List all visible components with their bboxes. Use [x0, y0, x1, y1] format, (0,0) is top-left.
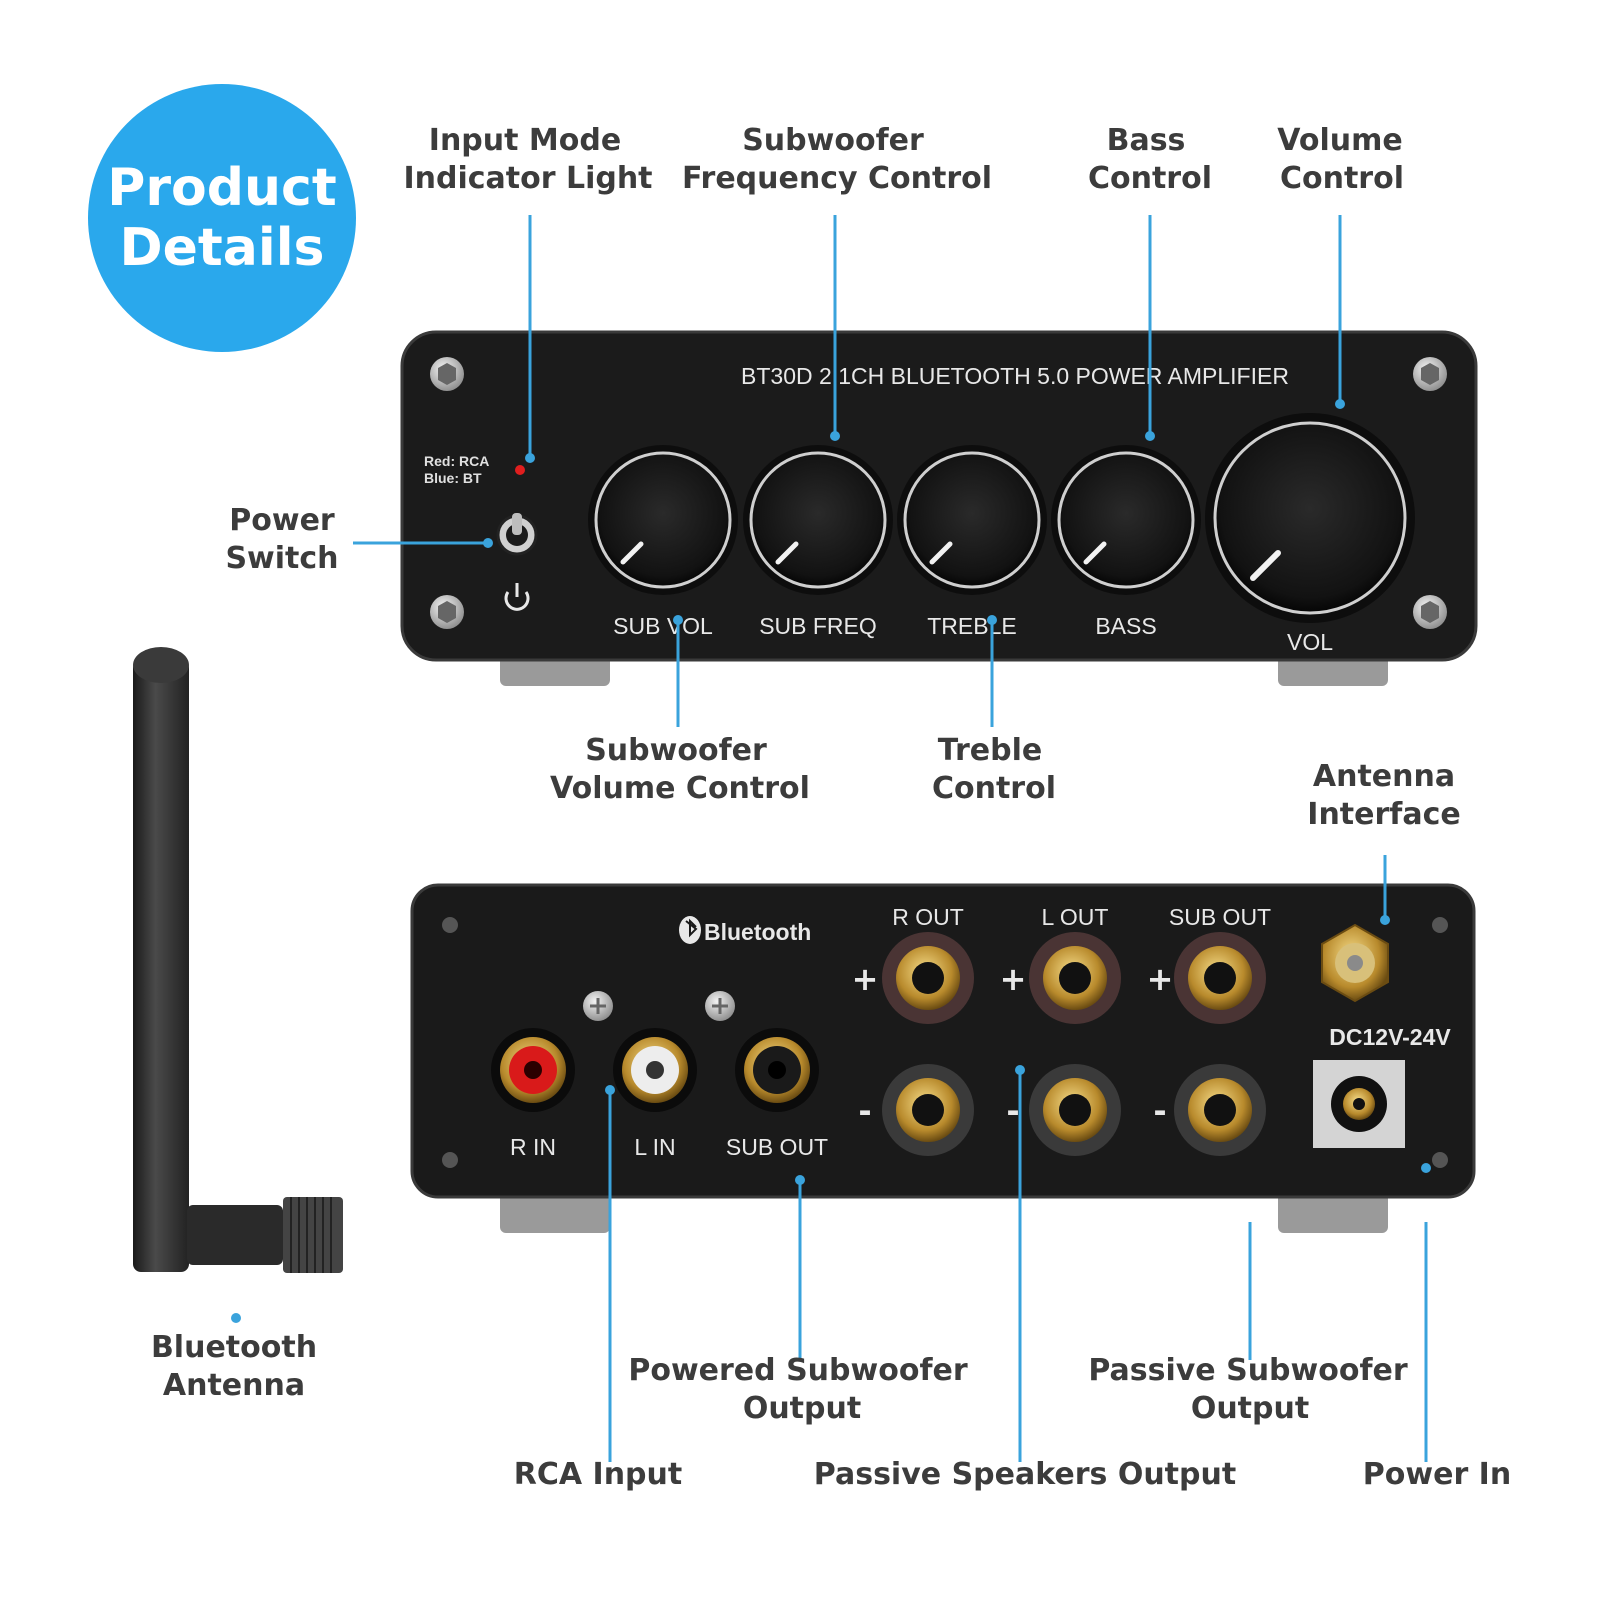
rca-l-in-jack[interactable] — [613, 1028, 697, 1112]
power-icon — [504, 583, 530, 611]
callout-sub-volume-line1: Subwoofer — [585, 733, 767, 768]
knob-label-treble: TREBLE — [927, 613, 1016, 639]
callout-power-switch-line1: Power — [229, 503, 335, 538]
back-panel: Bluetooth R IN L IN SUB OUT R OUT — [410, 883, 1476, 1233]
rca-sub-out-jack[interactable] — [735, 1028, 819, 1112]
minus-sign-l: - — [1006, 1092, 1019, 1130]
bluetooth-antenna — [133, 647, 343, 1273]
callout-passive-sub-line1: Passive Subwoofer — [1088, 1353, 1408, 1388]
l-out-negative-terminal[interactable] — [1029, 1064, 1121, 1156]
knob-label-sub-vol: SUB VOL — [613, 613, 713, 639]
callout-antenna-interface-line2: Interface — [1307, 797, 1460, 832]
minus-sign-r: - — [858, 1092, 871, 1130]
sub-out-positive-terminal[interactable] — [1174, 932, 1266, 1024]
callout-power-switch-line2: Switch — [225, 541, 338, 576]
r-out-positive-terminal[interactable] — [882, 932, 974, 1024]
sub-freq-knob[interactable] — [743, 445, 893, 595]
dc-voltage-label: DC12V-24V — [1329, 1024, 1451, 1050]
model-text: BT30D 2.1CH BLUETOOTH 5.0 POWER AMPLIFIE… — [741, 363, 1289, 389]
terminal-label-sub-out: SUB OUT — [1169, 904, 1271, 930]
callout-treble-line2: Control — [932, 771, 1056, 806]
screw-icon — [430, 595, 464, 629]
indicator-legend-line2: Blue: BT — [424, 470, 482, 486]
callout-treble-line1: Treble — [938, 733, 1042, 768]
callout-sub-freq-line1: Subwoofer — [742, 123, 924, 158]
callout-bass-line2: Control — [1088, 161, 1212, 196]
bass-knob[interactable] — [1051, 445, 1201, 595]
knob-label-sub-freq: SUB FREQ — [759, 613, 877, 639]
ground-screw-icon — [583, 991, 613, 1021]
callout-power-in: Power In — [1363, 1457, 1511, 1492]
callout-sub-freq-line2: Frequency Control — [682, 161, 992, 196]
callout-passive-speakers: Passive Speakers Output — [814, 1457, 1236, 1492]
screw-icon — [1432, 917, 1448, 933]
indicator-light — [515, 465, 525, 475]
badge-line2: Details — [120, 218, 325, 278]
terminal-label-r-out: R OUT — [892, 904, 964, 930]
callout-input-mode-line2: Indicator Light — [403, 161, 652, 196]
terminal-label-l-out: L OUT — [1042, 904, 1109, 930]
plus-sign-sub: + — [1147, 960, 1174, 998]
callout-volume-line1: Volume — [1277, 123, 1402, 158]
callout-bt-antenna-line2: Antenna — [163, 1368, 305, 1403]
rca-label-r-in: R IN — [510, 1134, 556, 1160]
screw-icon — [1413, 357, 1447, 391]
l-out-positive-terminal[interactable] — [1029, 932, 1121, 1024]
power-switch[interactable] — [496, 513, 538, 556]
rca-label-sub-out: SUB OUT — [726, 1134, 828, 1160]
sub-vol-knob[interactable] — [588, 445, 738, 595]
vol-knob[interactable] — [1205, 413, 1415, 623]
knob-label-bass: BASS — [1095, 613, 1156, 639]
callouts: Input Mode Indicator Light Subwoofer Fre… — [151, 123, 1511, 1492]
callout-input-mode-line1: Input Mode — [429, 123, 621, 158]
bluetooth-logo: Bluetooth — [679, 916, 811, 945]
indicator-legend-line1: Red: RCA — [424, 453, 489, 469]
callout-powered-sub-line1: Powered Subwoofer — [628, 1353, 967, 1388]
front-panel: BT30D 2.1CH BLUETOOTH 5.0 POWER AMPLIFIE… — [400, 330, 1478, 686]
treble-knob[interactable] — [897, 445, 1047, 595]
r-out-negative-terminal[interactable] — [882, 1064, 974, 1156]
callout-bass-line1: Bass — [1107, 123, 1186, 158]
rca-r-in-jack[interactable] — [491, 1028, 575, 1112]
screw-icon — [1413, 595, 1447, 629]
leader-lines — [231, 215, 1431, 1462]
screw-icon — [442, 1152, 458, 1168]
sub-out-negative-terminal[interactable] — [1174, 1064, 1266, 1156]
callout-bt-antenna-line1: Bluetooth — [151, 1330, 317, 1365]
antenna-connector[interactable] — [1321, 923, 1389, 1003]
dc-power-jack[interactable] — [1313, 1060, 1405, 1148]
callout-volume-line2: Control — [1280, 161, 1404, 196]
plus-sign-r: + — [852, 960, 879, 998]
callout-rca-input: RCA Input — [514, 1457, 682, 1492]
screw-icon — [1432, 1152, 1448, 1168]
callout-passive-sub-line2: Output — [1191, 1391, 1309, 1426]
callout-antenna-interface-line1: Antenna — [1313, 759, 1455, 794]
screw-icon — [430, 357, 464, 391]
product-details-badge: Product Details — [88, 84, 356, 352]
knob-label-vol: VOL — [1287, 629, 1333, 655]
badge-line1: Product — [107, 158, 336, 218]
bluetooth-logo-text: Bluetooth — [704, 919, 811, 945]
screw-icon — [442, 917, 458, 933]
rca-label-l-in: L IN — [634, 1134, 675, 1160]
callout-sub-volume-line2: Volume Control — [550, 771, 810, 806]
ground-screw-icon — [705, 991, 735, 1021]
callout-powered-sub-line2: Output — [743, 1391, 861, 1426]
plus-sign-l: + — [1000, 960, 1027, 998]
minus-sign-sub: - — [1153, 1092, 1166, 1130]
